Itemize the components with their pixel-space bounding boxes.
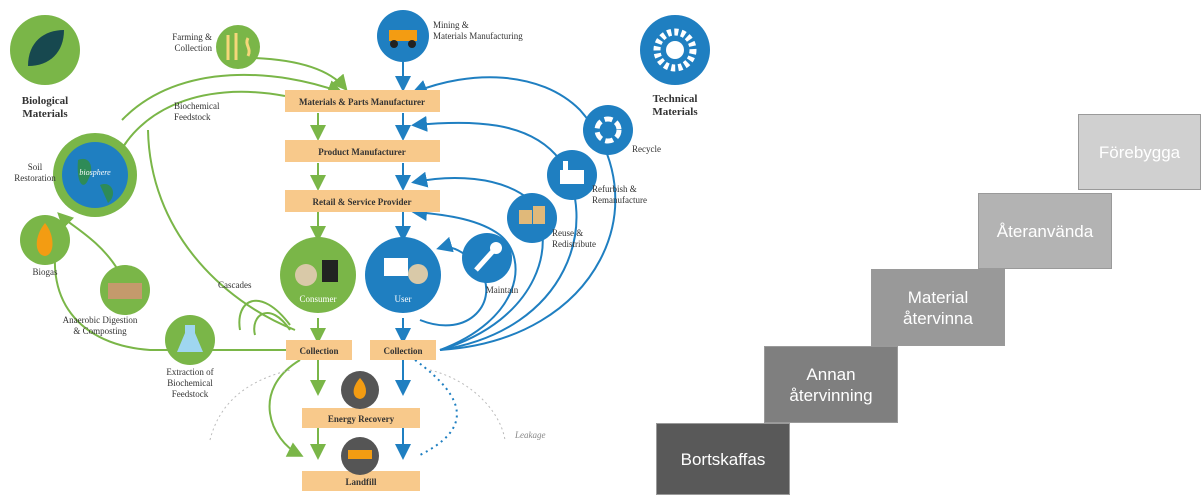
step-forebygga-label: Förebygga <box>1098 142 1181 162</box>
box-retail-service <box>285 190 440 212</box>
box-product-manufacturer-label: Product Manufacturer <box>318 147 405 157</box>
biogas-label: Biogas <box>32 267 57 277</box>
step-ateranvanda: Återanvända <box>978 193 1112 269</box>
box-collection-left <box>286 340 352 360</box>
farming-icon <box>216 25 260 69</box>
step-bortskaffas-label: Bortskaffas <box>680 449 766 469</box>
box-collection-right-label: Collection <box>384 346 423 356</box>
consumer-label: Consumer <box>300 294 337 304</box>
user-label: User <box>395 294 412 304</box>
refurbish-label: Refurbish &Remanufacture <box>592 184 647 205</box>
box-energy-recovery-label: Energy Recovery <box>328 414 395 424</box>
maintain-label: Maintain <box>486 285 519 295</box>
box-collection-left-label: Collection <box>300 346 339 356</box>
reuse-label: Reuse &Redistribute <box>552 228 596 249</box>
box-collection-right <box>370 340 436 360</box>
leakage-label: Leakage <box>514 430 546 440</box>
biosphere-label: biosphere <box>79 168 111 177</box>
step-ateranvanda-label: Återanvända <box>996 221 1094 241</box>
box-landfill-label: Landfill <box>345 477 377 487</box>
box-energy-recovery <box>302 408 420 428</box>
farming-label: Farming &Collection <box>172 32 212 53</box>
circular-economy-diagram: Materials & Parts Manufacturer Product M… <box>10 10 710 491</box>
consumer-icon <box>280 237 356 313</box>
step-bortskaffas: Bortskaffas <box>656 423 790 495</box>
box-materials-parts-label: Materials & Parts Manufacturer <box>299 97 425 107</box>
step-forebygga: Förebygga <box>1078 114 1201 190</box>
cascades-label: Cascades <box>218 280 252 290</box>
box-landfill <box>302 471 420 491</box>
box-product-manufacturer <box>285 140 440 162</box>
anaerobic-label: Anaerobic Digestion& Composting <box>63 315 138 336</box>
box-materials-parts <box>285 90 440 112</box>
box-retail-service-label: Retail & Service Provider <box>312 197 411 207</box>
recycle-icon <box>583 105 633 155</box>
recycle-label: Recycle <box>632 144 661 154</box>
mining-label: Mining &Materials Manufacturing <box>433 20 523 41</box>
